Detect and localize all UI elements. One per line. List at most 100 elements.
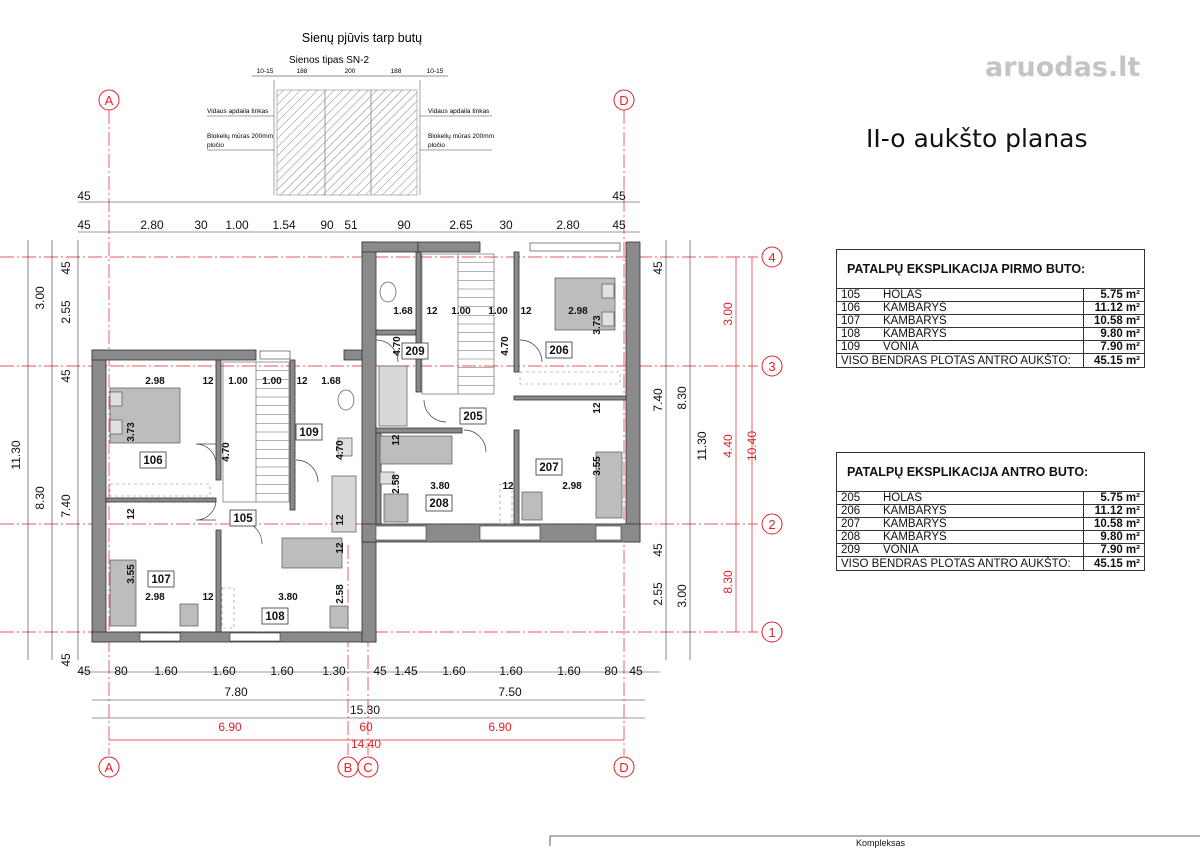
dim-bottom: 7.80	[224, 685, 248, 699]
room-number: 105	[233, 513, 253, 525]
room-number: 106	[143, 455, 162, 467]
dim-bottom: 1.60	[442, 664, 466, 678]
dim-bottom: 1.60	[557, 664, 581, 678]
dim-top: 45	[612, 218, 626, 232]
dim-top: 2.80	[140, 218, 164, 232]
dim-red: 6.90	[218, 720, 242, 734]
room-number: 207	[539, 462, 558, 474]
room-dim: 2.98	[568, 306, 588, 317]
plan-title: II-o aukšto planas	[866, 124, 1088, 153]
axis-label-b: B	[344, 760, 353, 775]
room-number: 107	[151, 574, 170, 586]
room-dim: 3.73	[126, 422, 137, 442]
room-dim: 3.80	[430, 481, 450, 492]
wall-type-label: Sienos tipas SN-2	[289, 55, 369, 66]
room-dim: 12	[520, 306, 532, 317]
room-dim: 12	[335, 514, 346, 526]
dim-top: 1.00	[225, 218, 249, 232]
dim-bottom: 45	[629, 664, 643, 678]
room-dim: 4.70	[500, 336, 511, 356]
room-dim: 12	[391, 434, 402, 446]
section-dim: 188	[297, 68, 308, 75]
title-block-frame	[549, 835, 1200, 846]
room-dim: 12	[426, 306, 438, 317]
section-title: Sienų pjūvis tarp butų	[302, 31, 422, 45]
dim-right: 4.40	[721, 434, 735, 458]
room-number: 205	[463, 411, 483, 423]
dim-bottom: 15.30	[350, 703, 380, 717]
furniture	[109, 277, 623, 629]
room-dim: 4.70	[335, 440, 346, 460]
room-dim: 2.58	[391, 474, 402, 494]
dim-left: 11.30	[9, 440, 23, 469]
dimension-lines	[27, 201, 691, 719]
dim-top: 1.54	[272, 218, 296, 232]
room-number: 209	[405, 346, 424, 358]
axis-label-d: D	[619, 760, 628, 775]
dim-left: 7.40	[59, 494, 73, 518]
room-number: 208	[429, 498, 449, 510]
dim-right: 10.40	[745, 431, 759, 461]
room-dim: 1.00	[228, 376, 248, 387]
axis-label-a: A	[105, 93, 114, 108]
dim-red: 60	[359, 720, 373, 734]
dim-bottom: 45	[77, 664, 91, 678]
dim-left: 45	[59, 369, 73, 383]
dim-bottom: 7.50	[498, 685, 522, 699]
room-dim: 4.70	[221, 442, 232, 462]
dim-right: 7.40	[651, 388, 665, 412]
wall-section-detail: Sienų pjūvis tarp butų Sienos tipas SN-2…	[207, 31, 494, 196]
section-dim: 188	[391, 68, 402, 75]
axis-label-a: A	[105, 760, 114, 775]
dim-right: 3.00	[675, 584, 689, 608]
dim-left: 45	[59, 261, 73, 275]
room-dim: 12	[335, 542, 346, 554]
axis-markers	[98, 89, 783, 778]
table-title: PATALPŲ EKSPLIKACIJA PIRMO BUTO:	[836, 249, 1145, 289]
dim-top: 30	[499, 218, 513, 232]
section-left-label: Blokelių mūras 200mm	[207, 133, 273, 140]
axis-label-3: 3	[768, 359, 775, 374]
room-dim: 2.98	[145, 376, 165, 387]
axis-label-c: C	[363, 760, 372, 775]
room-dim: 2.98	[562, 481, 582, 492]
room-dim: 2.98	[145, 592, 165, 603]
section-left-label: pločio	[207, 142, 224, 149]
dim-red-total: 14.40	[351, 737, 381, 751]
dim-top: 2.80	[556, 218, 580, 232]
dim-right: 45	[651, 261, 665, 275]
room-number: 108	[265, 611, 285, 623]
dim-left: 8.30	[33, 486, 47, 510]
section-right-label: pločio	[428, 142, 445, 149]
dim-bottom: 80	[604, 664, 618, 678]
room-number: 206	[549, 345, 568, 357]
room-dim: 1.00	[451, 306, 471, 317]
dim-left: 3.00	[33, 286, 47, 310]
windows	[139, 242, 622, 642]
room-dim: 12	[502, 481, 514, 492]
room-number: 109	[299, 427, 318, 439]
room-dim: 2.58	[335, 584, 346, 604]
room-labels	[139, 341, 573, 625]
section-dim: 200	[345, 68, 356, 75]
dim-top: 30	[194, 218, 208, 232]
dim-left: 45	[59, 653, 73, 667]
room-dim: 12	[202, 376, 214, 387]
dim-right: 2.55	[651, 582, 665, 606]
dim-bottom: 45	[373, 664, 387, 678]
section-left-label: Vidaus apdaila tinkas	[207, 108, 269, 115]
dim-right: 3.00	[721, 302, 735, 326]
dim-right: 45	[651, 543, 665, 557]
section-dim: 10-15	[257, 68, 274, 75]
room-dim: 4.70	[392, 336, 403, 356]
axis-label-2: 2	[768, 517, 775, 532]
axis-label-d: D	[619, 93, 628, 108]
room-dim: 12	[296, 376, 308, 387]
